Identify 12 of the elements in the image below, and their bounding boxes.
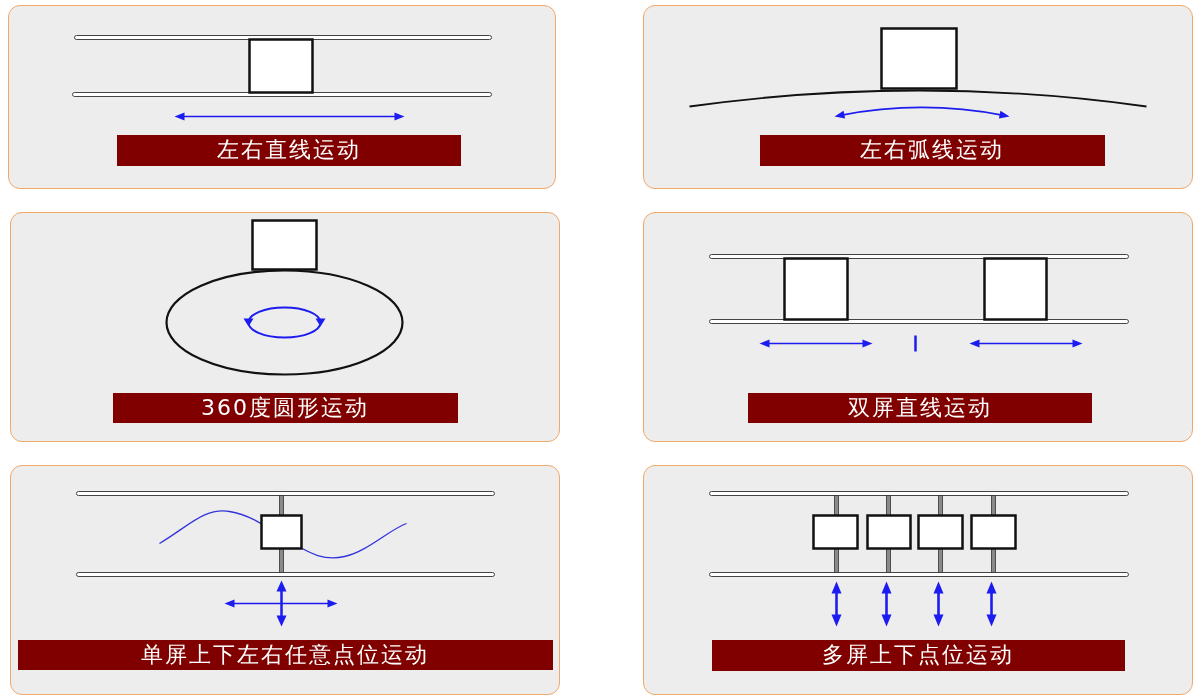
panel-card — [643, 5, 1193, 189]
caption-banner: 单屏上下左右任意点位运动 — [17, 639, 553, 670]
panel-card — [10, 465, 560, 695]
caption-banner: 多屏上下点位运动 — [711, 639, 1125, 671]
panel-card — [643, 465, 1193, 695]
panel-card — [10, 212, 560, 442]
caption-banner: 360度圆形运动 — [112, 392, 458, 423]
panel-card — [8, 5, 556, 189]
caption-banner: 左右直线运动 — [116, 134, 461, 166]
panel-card — [643, 212, 1193, 442]
caption-banner: 双屏直线运动 — [747, 392, 1092, 423]
caption-banner: 左右弧线运动 — [759, 134, 1105, 166]
